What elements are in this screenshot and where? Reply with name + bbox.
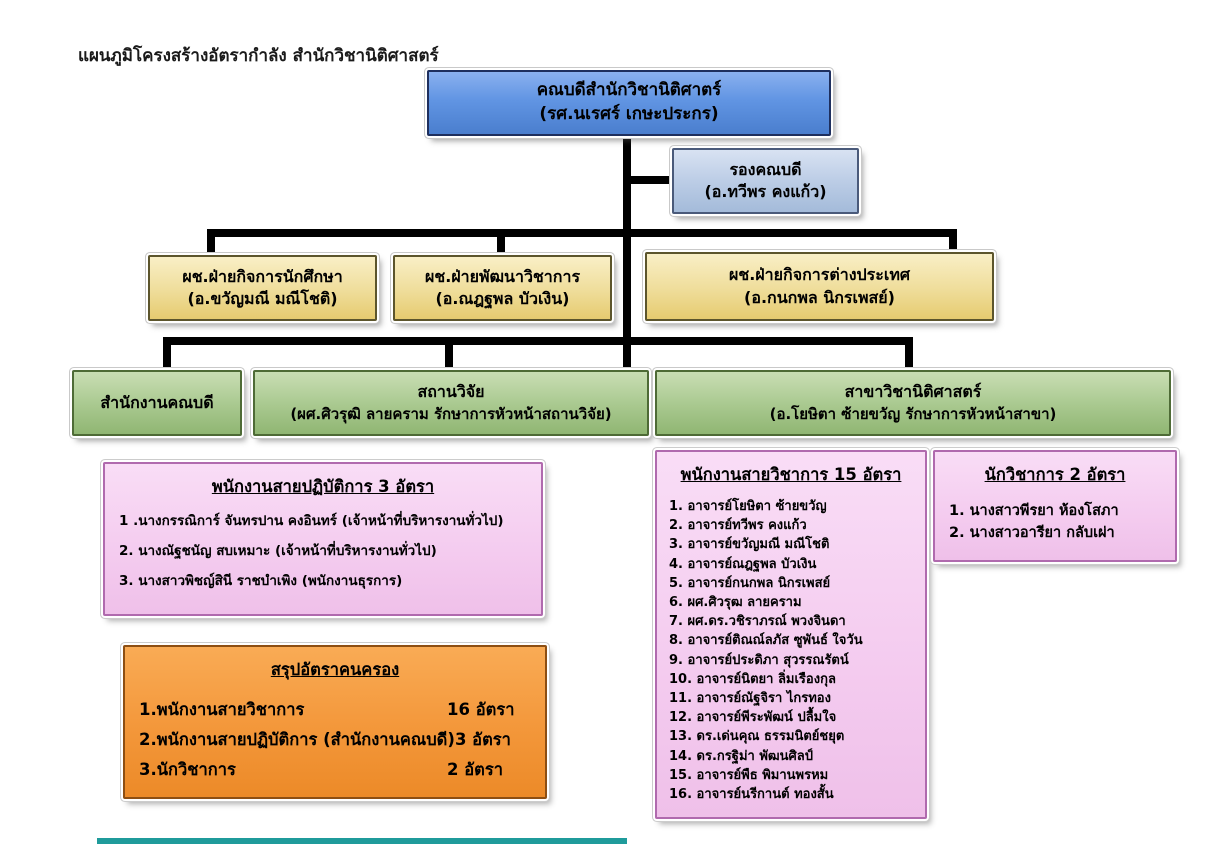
law-department-box: สาขาวิชานิติศาสตร์ (อ.โยษิตา ซ้ายขวัญ รั…	[655, 370, 1171, 436]
assistant-title: ผช.ฝ่ายกิจการต่างประเทศ	[728, 265, 911, 285]
assistant-international-affairs-box: ผช.ฝ่ายกิจการต่างประเทศ (อ.กนกพล นิกรเพส…	[645, 252, 994, 321]
list-item: 2. นางสาวอารียา กลับเผ่า	[949, 525, 1115, 541]
summary-value: 16 อัตรา	[447, 700, 515, 719]
list-item: 6. ผศ.ศิวรุฒ ลายคราม	[669, 595, 802, 611]
operational-staff-list: 1 .นางกรรณิการ์ จันทรปาน คงอินทร์ (เจ้าห…	[105, 512, 541, 591]
unit-title: สถานวิจัย	[417, 382, 485, 402]
summary-row: 3.นักวิชาการ 2 อัตรา	[139, 755, 531, 785]
headcount-summary-panel: สรุปอัตราคนครอง 1.พนักงานสายวิชาการ 16 อ…	[123, 645, 547, 799]
assistant-academic-development-box: ผช.ฝ่ายพัฒนาวิชาการ (อ.ณฎฐพล บัวเงิน)	[393, 255, 612, 321]
academic-staff-list: 1. อาจารย์โยษิตา ซ้ายขวัญ 2. อาจารย์ทวีพ…	[657, 497, 925, 804]
list-item: 15. อาจารย์พืธ พิมานพรหม	[669, 767, 829, 783]
assistant-name: (อ.ขวัญมณี มณีโชติ)	[187, 289, 338, 308]
deputy-dean-name: (อ.ทวีพร คงแก้ว)	[704, 182, 827, 201]
connector-deputy-stub	[627, 176, 672, 184]
assistant-name: (อ.กนกพล นิกรเพสย์)	[744, 287, 895, 307]
academic-staff-panel: พนักงานสายวิชาการ 15 อัตรา 1. อาจารย์โยษ…	[655, 450, 927, 819]
assistant-name: (อ.ณฎฐพล บัวเงิน)	[435, 289, 570, 308]
deputy-dean-box: รองคณบดี (อ.ทวีพร คงแก้ว)	[672, 148, 859, 214]
connector-unit1-stub	[163, 337, 171, 371]
headcount-summary-rows: 1.พนักงานสายวิชาการ 16 อัตรา 2.พนักงานสา…	[125, 695, 545, 785]
list-item: 12. อาจารย์พีระพัฒน์ ปลื้มใจ	[669, 710, 837, 726]
connector-unit2-stub	[445, 337, 453, 371]
connector-assistants-bar	[207, 229, 957, 237]
assistant-title: ผช.ฝ่ายพัฒนาวิชาการ	[424, 266, 581, 286]
list-item: 1. อาจารย์โยษิตา ซ้ายขวัญ	[669, 499, 827, 514]
summary-label: 2.พนักงานสายปฏิบัติการ (สำนักงานคณบดี)	[139, 730, 455, 749]
unit-title: สำนักงานคณบดี	[100, 392, 214, 412]
academic-staff-title: พนักงานสายวิชาการ 15 อัตรา	[680, 465, 902, 484]
list-item: 9. อาจารย์ประดิภา สุวรรณรัตน์	[669, 652, 849, 668]
summary-label: 3.นักวิชาการ	[139, 760, 236, 779]
list-item: 3. อาจารย์ขวัญมณี มณีโชติ	[669, 537, 830, 553]
connector-assistant3-stub	[949, 229, 957, 254]
dean-title: คณบดีสำนักวิชานิติศาตร์	[536, 80, 722, 101]
list-item: 13. ดร.เด่นคุณ ธรรมนิตย์ชยุต	[669, 729, 845, 745]
connector-unit3-stub	[905, 337, 913, 371]
connector-main-vertical	[623, 132, 631, 373]
summary-row: 2.พนักงานสายปฏิบัติการ (สำนักงานคณบดี) 3…	[139, 725, 531, 755]
summary-row: 1.พนักงานสายวิชาการ 16 อัตรา	[139, 695, 531, 725]
connector-units-bar	[163, 337, 913, 345]
list-item: 16. อาจารย์นรีกานต์ ทองสั้น	[669, 787, 834, 803]
assistant-title: ผช.ฝ่ายกิจการนักศึกษา	[182, 266, 343, 286]
academic-officers-panel: นักวิชาการ 2 อัตรา 1. นางสาวพีรยา ห้องโส…	[933, 450, 1177, 562]
dean-office-box: สำนักงานคณบดี	[72, 370, 242, 436]
list-item: 10. อาจารย์นิตยา ลิ่มเรืองกุล	[669, 671, 836, 687]
summary-label: 1.พนักงานสายวิชาการ	[139, 700, 305, 719]
summary-value: 2 อัตรา	[447, 760, 503, 779]
list-item: 2. นางณัฐชนัญ สบเหมาะ (เจ้าหน้าที่บริหาร…	[119, 543, 437, 559]
list-item: 5. อาจารย์กนกพล นิกรเพสย์	[669, 575, 831, 591]
dean-box: คณบดีสำนักวิชานิติศาตร์ (รศ.นเรศร์ เกษะป…	[427, 70, 831, 136]
page-title: แผนภูมิโครงสร้างอัตรากำลัง สำนักวิชานิติ…	[78, 46, 439, 66]
academic-officers-title: นักวิชาการ 2 อัตรา	[984, 465, 1126, 484]
list-item: 2. อาจารย์ทวีพร คงแก้ว	[669, 518, 807, 534]
bottom-strip	[97, 838, 627, 844]
list-item: 4. อาจารย์ณฎฐพล บัวเงิน	[669, 556, 817, 572]
academic-officers-list: 1. นางสาวพีรยา ห้องโสภา 2. นางสาวอารียา …	[935, 500, 1175, 544]
unit-head: (อ.โยษิตา ซ้ายขวัญ รักษาการหัวหน้าสาขา)	[769, 404, 1057, 423]
deputy-dean-title: รองคณบดี	[729, 159, 802, 179]
operational-staff-title: พนักงานสายปฏิบัติการ 3 อัตรา	[211, 477, 435, 496]
research-institute-box: สถานวิจัย (ผศ.ศิวรุฒิ ลายคราม รักษาการหั…	[253, 370, 649, 436]
list-item: 8. อาจารย์ติณณ์ลภัส ซูพันธ์ ใจวัน	[669, 633, 863, 649]
unit-head: (ผศ.ศิวรุฒิ ลายคราม รักษาการหัวหน้าสถานว…	[290, 404, 612, 423]
list-item: 11. อาจารย์ณัฐจิรา ไกรทอง	[669, 691, 831, 707]
operational-staff-panel: พนักงานสายปฏิบัติการ 3 อัตรา 1 .นางกรรณิ…	[103, 462, 543, 616]
list-item: 14. ดร.กรฐิม่า พัฒนศิลป์	[669, 748, 814, 764]
connector-assistant1-stub	[207, 229, 215, 257]
assistant-student-affairs-box: ผช.ฝ่ายกิจการนักศึกษา (อ.ขวัญมณี มณีโชติ…	[148, 255, 377, 321]
dean-name: (รศ.นเรศร์ เกษะประกร)	[539, 104, 719, 124]
connector-assistant2-stub	[497, 229, 505, 257]
list-item: 1 .นางกรรณิการ์ จันทรปาน คงอินทร์ (เจ้าห…	[119, 513, 504, 529]
summary-value: 3 อัตรา	[454, 730, 511, 749]
list-item: 3. นางสาวพิชญ์สินี ราชบำเพิง (พนักงานธุร…	[119, 573, 403, 589]
list-item: 1. นางสาวพีรยา ห้องโสภา	[949, 503, 1119, 519]
headcount-summary-title: สรุปอัตราคนครอง	[270, 660, 400, 679]
list-item: 7. ผศ.ดร.วชิราภรณ์ พวงจินดา	[669, 614, 846, 630]
unit-title: สาขาวิชานิติศาสตร์	[844, 382, 982, 402]
